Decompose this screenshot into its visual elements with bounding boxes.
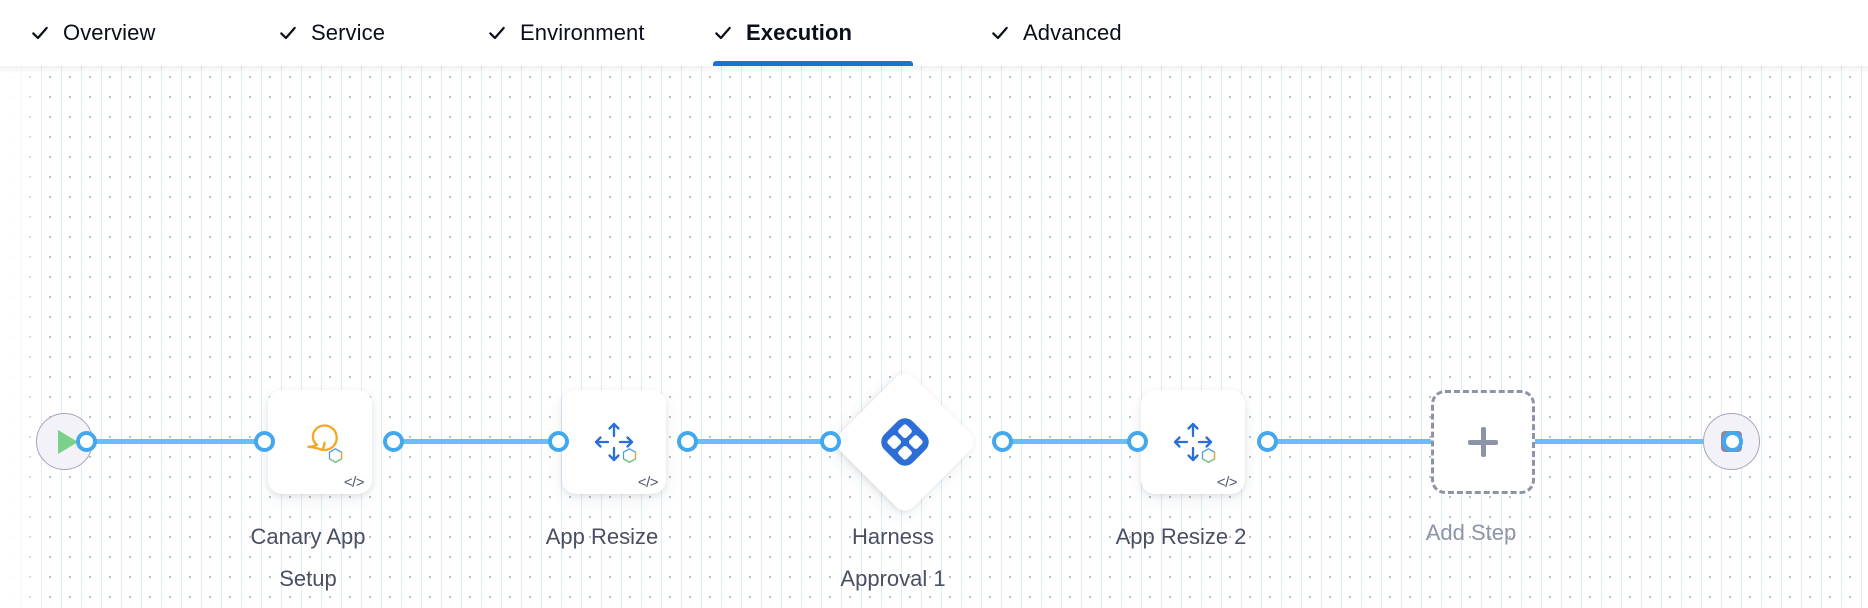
pipeline-connector-1 <box>389 439 554 444</box>
tab-environment[interactable]: Environment <box>487 0 692 66</box>
tab-service[interactable]: Service <box>278 0 423 66</box>
pipeline-connector-4 <box>1263 439 1437 444</box>
step-node-app-resize[interactable]: </> <box>562 390 666 494</box>
resize-arrows-icon <box>1141 390 1245 494</box>
connector-port-2[interactable] <box>383 431 404 452</box>
step-node-canary-app-setup[interactable]: </> <box>268 390 372 494</box>
play-icon <box>57 429 78 454</box>
check-icon <box>278 23 298 43</box>
tab-active-indicator <box>713 61 913 66</box>
tab-label: Service <box>311 20 386 45</box>
check-icon <box>713 23 733 43</box>
resize-arrows-icon <box>562 390 666 494</box>
pipeline-stage-tabs: Overview Service Environment Execution Advan… <box>0 0 1868 66</box>
step-label-add-step: Add Step <box>1425 520 1517 545</box>
step-node-harness-approval-1[interactable] <box>831 368 979 516</box>
code-view-icon[interactable]: </> <box>637 474 659 491</box>
tab-active-indicator <box>990 61 1155 66</box>
pipeline-connector-0 <box>82 439 260 444</box>
connector-port-9[interactable] <box>1722 431 1743 452</box>
pipeline-flow: </> Canary App Setup </> App Resize Harness … <box>0 66 1868 608</box>
step-label-app-resize: App Resize <box>545 524 659 549</box>
step-label-canary-app-setup: Canary App Setup <box>250 524 366 591</box>
add-step-button[interactable] <box>1431 390 1535 494</box>
pipeline-start <box>36 413 93 470</box>
connector-port-6[interactable] <box>992 431 1013 452</box>
connector-port-3[interactable] <box>548 431 569 452</box>
check-icon <box>487 23 507 43</box>
pipeline-connector-2 <box>683 439 826 444</box>
connector-port-1[interactable] <box>254 431 275 452</box>
code-view-icon[interactable]: </> <box>1216 474 1238 491</box>
check-icon <box>990 23 1010 43</box>
connector-port-8[interactable] <box>1257 431 1278 452</box>
plus-icon <box>1468 427 1498 457</box>
connector-port-4[interactable] <box>677 431 698 452</box>
tab-active-indicator <box>487 61 692 66</box>
pipeline-connector-5 <box>1530 439 1728 444</box>
code-view-icon[interactable]: </> <box>343 474 365 491</box>
tab-active-indicator <box>30 61 195 66</box>
pipeline-connector-3 <box>998 439 1133 444</box>
step-label-harness-approval-1: Harness Approval 1 <box>840 524 946 591</box>
step-label-app-resize-2: App Resize 2 <box>1115 524 1247 549</box>
connector-port-7[interactable] <box>1127 431 1148 452</box>
tab-label: Advanced <box>1023 20 1122 45</box>
tanzu-bird-icon <box>268 390 372 494</box>
tab-overview[interactable]: Overview <box>30 0 195 66</box>
connector-port-5[interactable] <box>820 431 841 452</box>
tab-execution[interactable]: Execution <box>713 0 913 66</box>
step-node-app-resize-2[interactable]: </> <box>1141 390 1245 494</box>
tab-active-indicator <box>278 61 423 66</box>
tab-label: Execution <box>746 20 853 45</box>
check-icon <box>30 23 50 43</box>
connector-port-0[interactable] <box>76 431 97 452</box>
tab-advanced[interactable]: Advanced <box>990 0 1155 66</box>
execution-canvas[interactable]: </> Canary App Setup </> App Resize Harness … <box>0 66 1868 608</box>
tab-label: Overview <box>63 20 156 45</box>
tab-label: Environment <box>520 20 645 45</box>
